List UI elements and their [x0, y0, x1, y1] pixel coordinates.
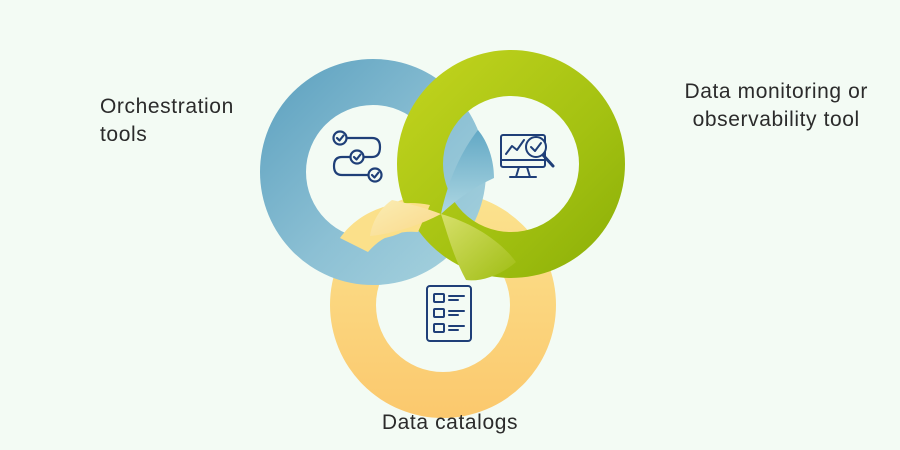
label-orchestration-tools: Orchestration tools — [100, 93, 234, 149]
workflow-icon — [332, 130, 383, 183]
checklist-document-icon — [426, 285, 472, 342]
ring-monitoring — [397, 50, 625, 278]
label-data-catalogs: Data catalogs — [0, 409, 900, 437]
label-orchestration-line-2: tools — [100, 123, 148, 146]
wedge-blue — [441, 130, 494, 214]
label-data-monitoring: Data monitoring or observability tool — [684, 78, 868, 134]
label-monitoring-line-1: Data monitoring or — [684, 80, 868, 103]
label-catalogs-line-1: Data catalogs — [381, 411, 519, 434]
wedge-green — [441, 214, 516, 281]
label-orchestration-line-1: Orchestration — [100, 95, 234, 118]
monitor-analytics-icon — [500, 134, 555, 178]
label-monitoring-line-2: observability tool — [692, 108, 860, 131]
wedge-yellow — [370, 200, 441, 236]
